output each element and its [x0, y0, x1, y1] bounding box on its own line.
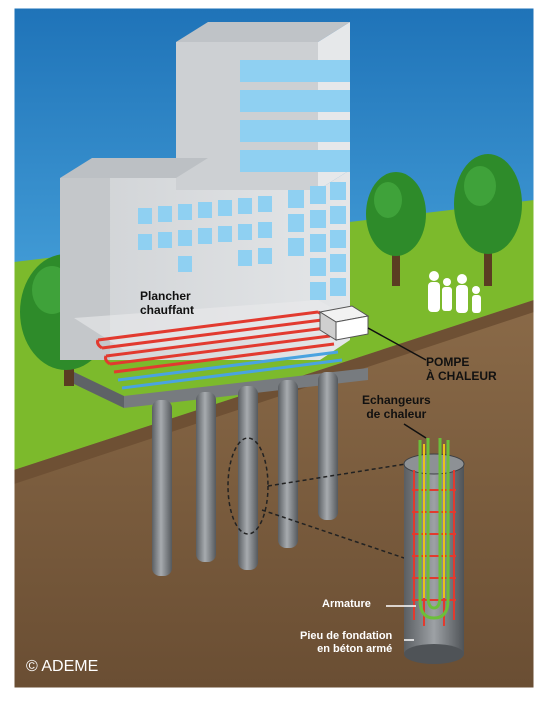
label-armature: Armature: [322, 598, 371, 611]
people-icon: [428, 271, 481, 313]
slab-side: [74, 372, 124, 408]
tree-icon: [366, 172, 426, 286]
tower-windows: [240, 60, 350, 172]
foundation-piles: [152, 372, 338, 576]
label-echangeurs-line1: Echangeurs: [362, 393, 431, 407]
label-armature-text: Armature: [322, 598, 371, 610]
heat-pump-icon: [318, 305, 370, 341]
label-pompe-a-chaleur: POMPE À CHALEUR: [426, 355, 497, 384]
grass-edge: [14, 300, 534, 484]
tower-roof: [176, 22, 350, 42]
pump-leader-line: [367, 327, 427, 361]
label-echangeurs-line2: de chaleur: [366, 406, 427, 421]
block-roof: [60, 158, 208, 178]
label-pompe-line1: POMPE: [426, 355, 470, 369]
label-pompe-line2: À CHALEUR: [426, 368, 497, 383]
label-pieu-line2: en béton armé: [317, 642, 393, 655]
zoom-connector-bottom: [261, 509, 411, 561]
label-plancher-chauffant: Plancher chauffant: [140, 289, 194, 318]
tree-icon: [454, 154, 522, 286]
label-pieu-de-fondation: Pieu de fondation en béton armé: [300, 630, 392, 655]
credit-ademe: © ADEME: [26, 658, 99, 675]
label-echangeurs-de-chaleur: Echangeurs de chaleur: [362, 393, 431, 422]
wing-windows: [288, 182, 346, 300]
label-plancher-line2: chauffant: [140, 302, 194, 317]
block-windows: [138, 196, 272, 272]
zoom-connector-top: [267, 461, 419, 487]
label-pieu-line1: Pieu de fondation: [300, 630, 393, 642]
label-plancher-line1: Plancher: [140, 289, 191, 303]
pile-detail: [403, 438, 465, 664]
building-left-face: [60, 178, 110, 360]
echangeurs-leader: [403, 423, 427, 439]
